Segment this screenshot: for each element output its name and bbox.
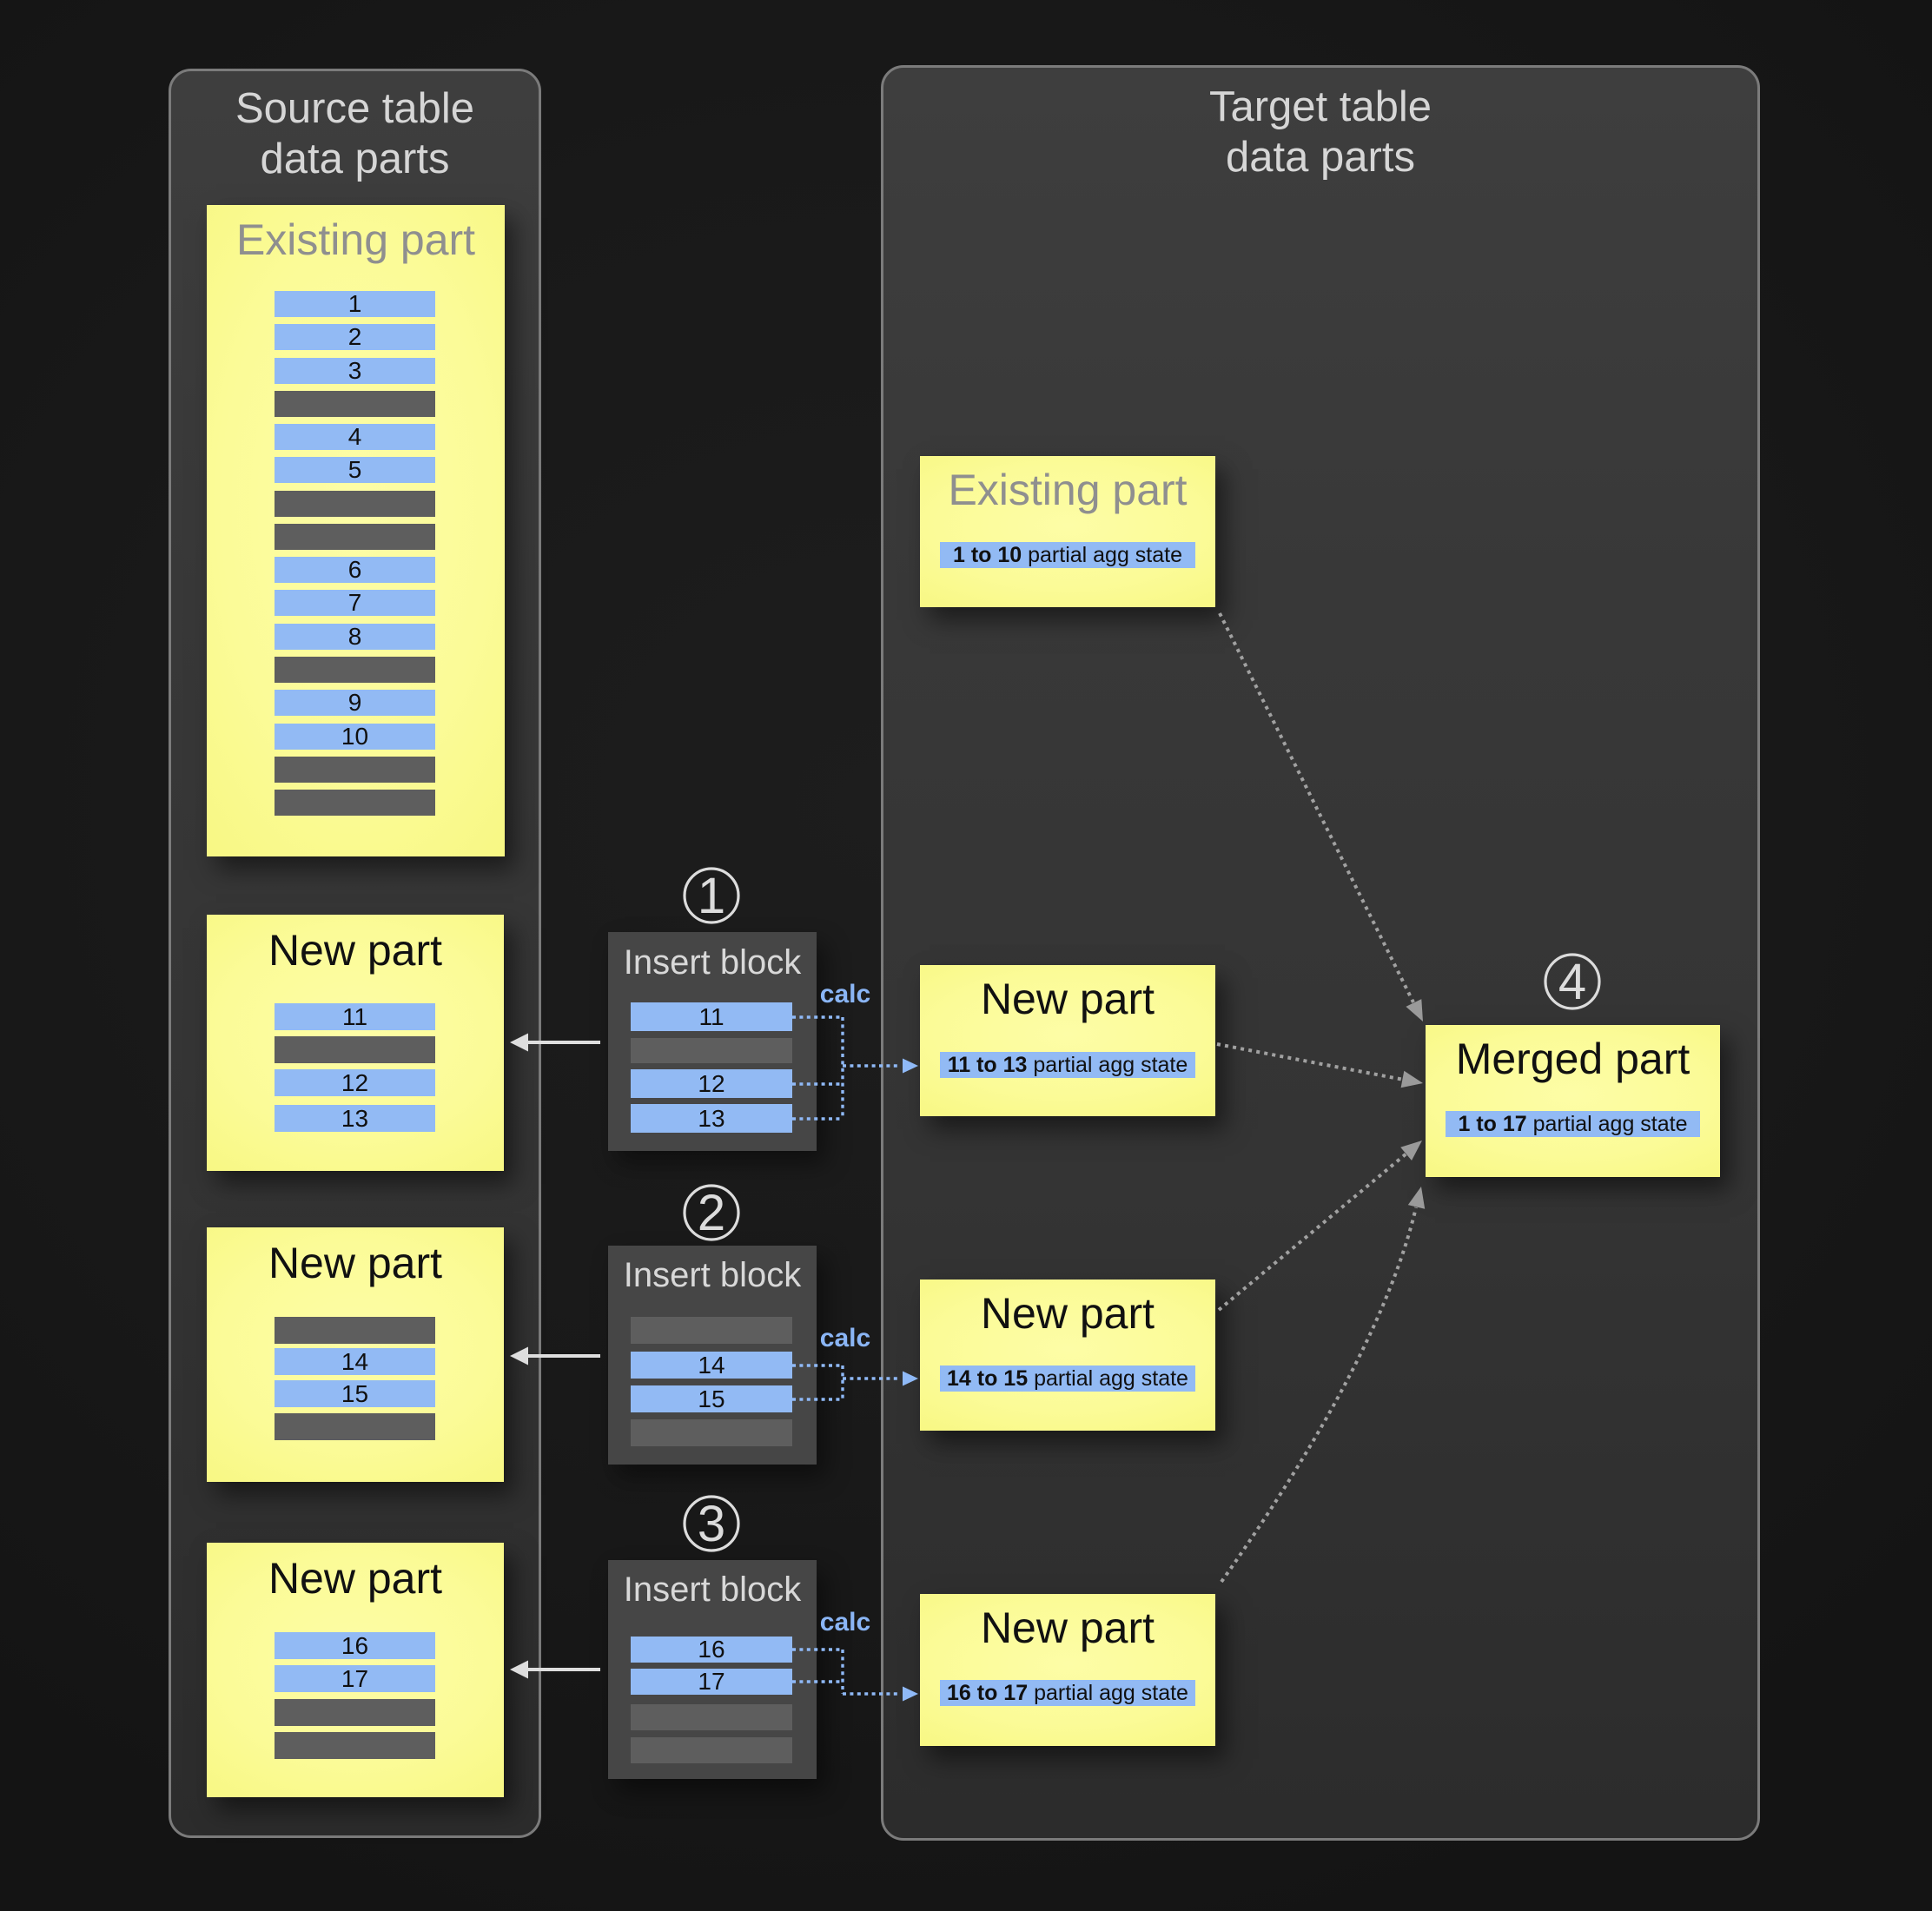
svg-text:2: 2: [698, 1185, 725, 1241]
svg-text:4: 4: [1558, 954, 1586, 1010]
svg-text:1: 1: [698, 868, 725, 924]
svg-text:3: 3: [698, 1496, 725, 1552]
